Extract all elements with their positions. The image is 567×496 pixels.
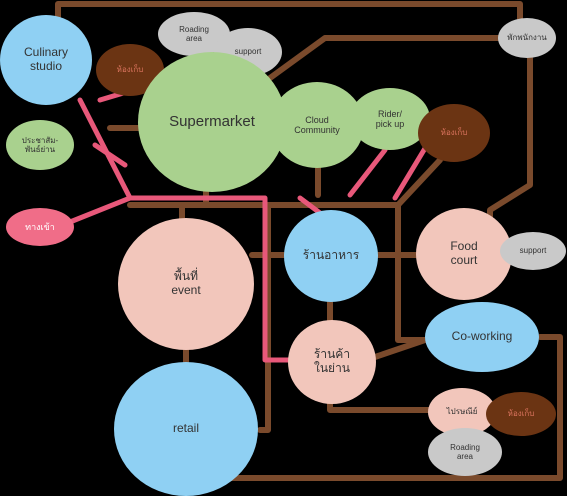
staff-rest-label: พักพนักงาน [507, 33, 547, 43]
entrance-label: ทางเข้า [25, 221, 55, 232]
supermarket: Supermarket [138, 52, 286, 192]
pr-relations: ประชาสัม- พันธ์ย่าน [6, 120, 74, 170]
culinary-studio: Culinary studio [0, 15, 92, 105]
cloud-community: Cloud Community [270, 82, 364, 168]
local-shop-label: ร้านค้า ในย่าน [313, 347, 351, 375]
service-line-retail [257, 202, 271, 433]
rider-pickup: Rider/ pick up [350, 88, 430, 150]
restaurant-label: ร้านอาหาร [302, 248, 360, 263]
retail: retail [114, 362, 258, 496]
supermarket-label: Supermarket [169, 113, 255, 131]
coworking-label: Co-working [451, 329, 513, 344]
support-right-label: support [519, 246, 547, 256]
support-top-label: support [234, 47, 262, 57]
loading-area-bottom: Roading area [428, 428, 502, 476]
entrance: ทางเข้า [6, 208, 74, 246]
post-office-label: ไปรษณีย์ [446, 407, 478, 417]
retail-label: retail [172, 421, 199, 436]
service-line-top [55, 1, 523, 33]
storage-bottom: ห้องเก็บ [486, 392, 556, 436]
culinary-studio-label: Culinary studio [23, 45, 68, 73]
cloud-community-label: Cloud Community [294, 114, 340, 135]
loading-area-bottom-label: Roading area [450, 442, 480, 461]
food-court: Food court [416, 208, 512, 300]
service-line-staff-foodcourt [487, 55, 533, 225]
storage-bottom-label: ห้องเก็บ [507, 409, 535, 419]
storage-top-left-label: ห้องเก็บ [116, 65, 144, 75]
local-shop: ร้านค้า ในย่าน [288, 320, 376, 404]
public-route-culinary [77, 97, 133, 201]
event-space-label: พื้นที่ event [171, 269, 201, 297]
event-space: พื้นที่ event [118, 218, 254, 350]
support-right: support [500, 232, 566, 270]
service-line-shop-cowork [372, 337, 428, 360]
public-route-entrance [67, 195, 293, 363]
rider-pickup-label: Rider/ pick up [375, 108, 405, 129]
pr-relations-label: ประชาสัม- พันธ์ย่าน [21, 135, 59, 154]
service-line-storage-right [395, 157, 443, 343]
public-route-rider [347, 147, 388, 198]
coworking: Co-working [425, 302, 539, 372]
public-route-restaurant [297, 195, 323, 216]
food-court-label: Food court [450, 239, 478, 267]
service-line-right-frame [205, 334, 563, 481]
storage-right-label: ห้องเก็บ [440, 128, 468, 138]
service-line-support-staff [267, 35, 503, 81]
storage-right: ห้องเก็บ [418, 104, 490, 162]
staff-rest-area: พักพนักงาน [498, 18, 556, 58]
restaurant: ร้านอาหาร [284, 210, 378, 302]
loading-area-top-left-label: Roading area [179, 24, 209, 43]
